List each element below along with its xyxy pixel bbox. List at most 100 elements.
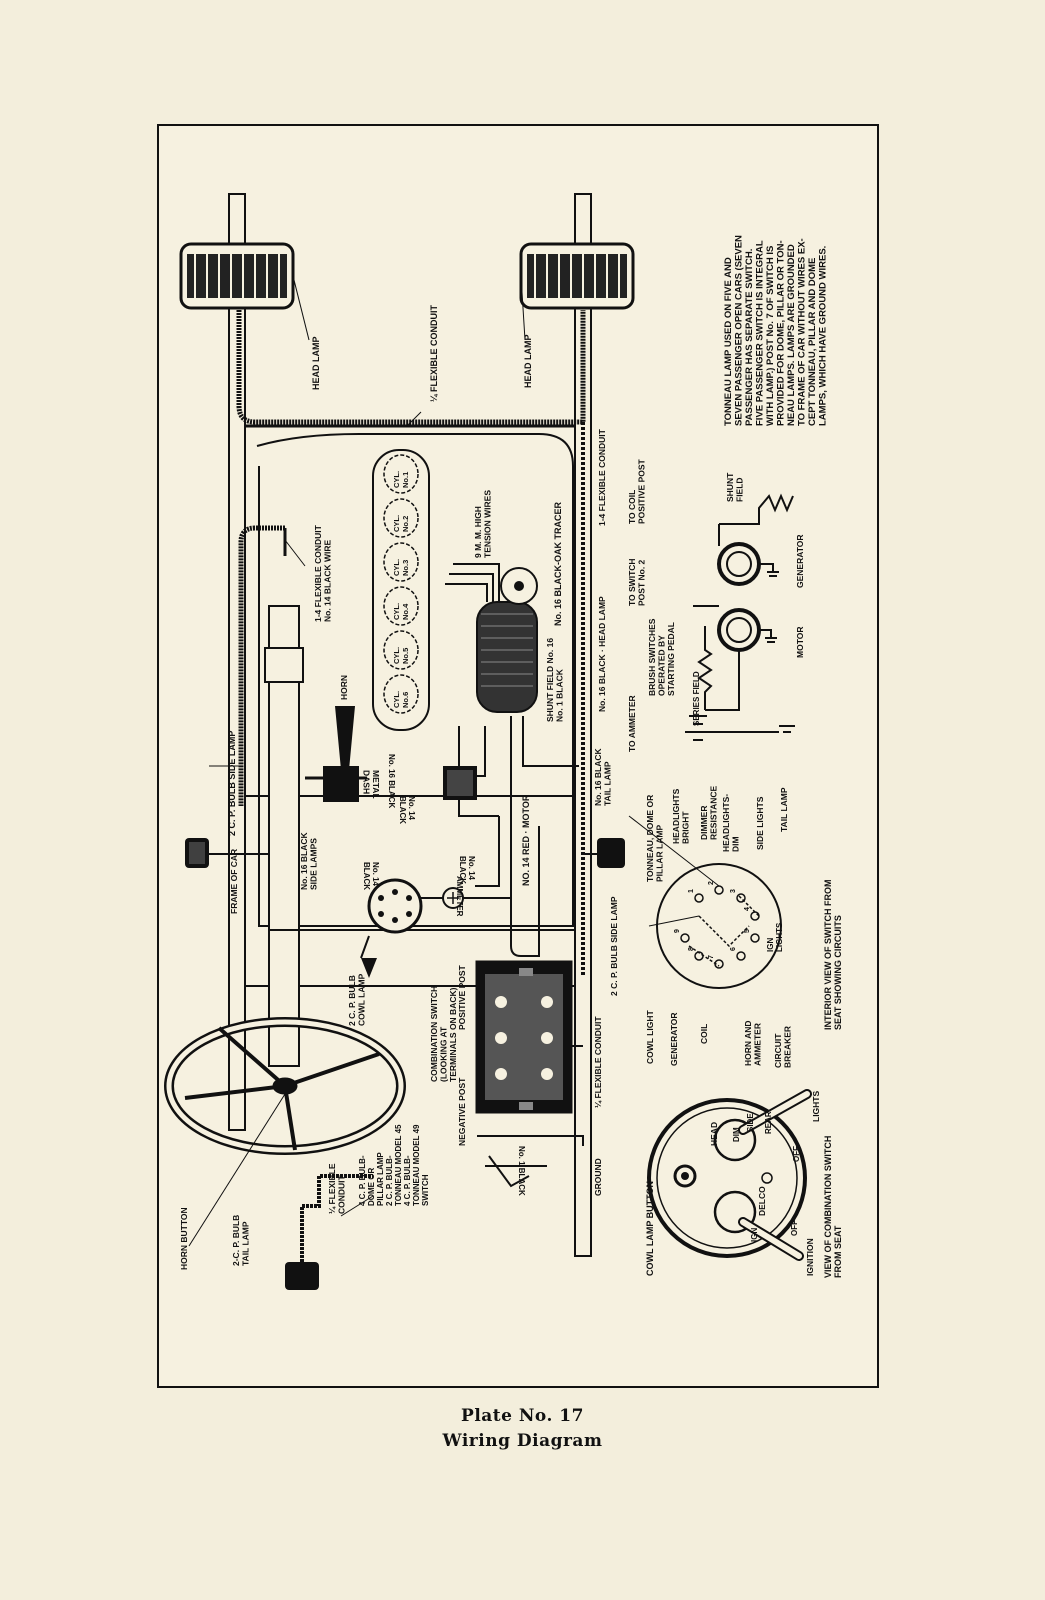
steering-column [264,605,304,1067]
high-tension-label: 9 M. M. HIGHTENSION WIRES [473,490,493,558]
ammeter-label: AMMETER [455,876,464,917]
wiring-diagram: CYL.No.1CYL.No.2CYL.No.3CYL.No.4CYL.No.5… [164,193,843,1290]
terminal-5 [750,933,760,943]
to-ammeter-label: TO AMMETER [627,695,637,752]
circuit-breaker-label: CIRCUITBREAKER [773,1026,793,1068]
black-oak-label: No. 16 BLACK-OAK TRACER [553,501,563,626]
flex-conduit-14-label: 1-4 FLEXIBLE CONDUITNo. 14 BLACK WIRE [313,524,333,622]
no14-black-1: No. 14BLACK [398,796,416,824]
side-lights-label: SIDE LIGHTS [755,796,765,850]
terminal-4 [750,911,760,921]
terminal-number-2: 2 [708,881,715,885]
combination-switch [360,878,423,978]
wiring-bundle [445,563,579,957]
battery [475,960,573,1114]
series-field-label: SERIES FIELD [692,671,701,726]
cylinder-label-2: CYL.No.2 [392,515,410,532]
head-lamp-left [179,242,295,310]
switch-side-label: SIDE [746,1113,755,1132]
terminal-number-1: 1 [688,889,695,893]
flex-conduit-battery-label: ¼ FLEXIBLE CONDUIT [593,1016,603,1108]
caption: Plate No. 17 Wiring Diagram [0,1404,1045,1454]
head-lamp-right-label: HEAD LAMP [523,335,533,389]
motor-label: MOTOR [795,627,805,658]
positive-post-label: POSITIVE POST [457,964,467,1030]
generator-top-label: GENERATOR [795,534,805,588]
switch-rear-label: REAR [764,1111,773,1134]
ignition-label: IGNITION [805,1238,815,1276]
tail-lamp-label: TAIL LAMP [779,787,789,832]
chassis-frame [228,193,592,1257]
diagram-title: Wiring Diagram [442,1431,603,1451]
view-combo-label: VIEW OF COMBINATION SWITCHFROM SEAT [823,1136,843,1278]
frame-of-car-label: FRAME OF CAR [229,849,239,914]
switch-dim-label: DIM [732,1127,741,1142]
brush-switches-label: BRUSH SWITCHESOPERATED BYSTARTING PEDAL [647,618,676,696]
to-switch-label: TO SWITCHPOST No. 2 [627,558,647,606]
tonneau-dome-label: TONNEAU, DOME ORPILLAR LAMP [645,795,665,882]
cylinder-4 [383,586,419,626]
cowl-lamp-label: 2 C. P. BULBCOWL LAMP [347,973,367,1026]
terminal-number-4: 4 [744,907,751,911]
terminal-number-6: 6 [730,947,737,951]
flex-conduit-right-label: 1-4 FLEXIBLE CONDUIT [597,428,607,526]
no16-black-horn-label: No. 16 BLACK [387,754,396,808]
terminal-number-3: 3 [730,889,737,893]
negative-post-label: NEGATIVE POST [457,1077,467,1146]
tail-lamp [285,1174,373,1290]
cowl-lamp-button-label: COWL LAMP BUTTON [645,1181,655,1276]
cylinder-label-3: CYL.No.3 [392,559,410,576]
flex-conduit-top-label: ¼ FLEXIBLE CONDUIT [429,304,439,402]
steering-wheel [164,1017,406,1155]
cylinder-1 [383,454,419,494]
horn [305,706,367,802]
terminal-1 [694,893,704,903]
side-lamp-top-label: 2 C. P. BULB SIDE LAMP [227,731,237,836]
terminal-number-5: 5 [744,929,751,933]
ign-lights-label: IGNLIGHTS [766,922,784,952]
terminal-6 [736,951,746,961]
side-lamps-16-label: No. 16 BLACKSIDE LAMPS [299,832,319,890]
ground-wire [477,1045,584,1188]
cylinder-2 [383,498,419,538]
tail-lamp-16-label: No. 16 BLACKTAIL LAMP [593,748,613,806]
no1-black-label: No. 1 BLACK [517,1146,526,1196]
leader-lines [188,275,720,1247]
coil-label: COIL [699,1024,709,1044]
cylinder-label-5: CYL.No.5 [392,647,410,664]
cylinder-label-6: CYL.No.6 [392,691,410,708]
horn-label: HORN [339,675,349,700]
cylinder-3 [383,542,419,582]
cylinder-label-1: CYL.No.1 [392,471,410,488]
generator-label: GENERATOR [669,1012,679,1066]
dome-lamps-label: 4 C. P. BULB-DOME ORPILLAR LAMP2 C. P. B… [358,1124,430,1206]
generator-motor-schematic [685,493,795,741]
side-lamp-left [185,838,575,931]
shunt-label: SHUNTFIELD [725,472,745,502]
distributor [476,567,538,713]
terminal-number-7: 7 [708,955,715,959]
terminal-2 [714,885,724,895]
shunt-field-label: SHUNT FIELD No. 16No. 1 BLACK [545,638,565,722]
headlights-bright-label: HEADLIGHTSBRIGHT [671,788,691,844]
side-lamp-right [583,838,625,868]
diagram-labels: TONNEAU LAMP USED ON FIVE ANDSEVEN PASSE… [179,235,843,1278]
engine-block [256,433,574,927]
note-text: TONNEAU LAMP USED ON FIVE ANDSEVEN PASSE… [723,235,829,426]
switch-ign-label: IGN [750,1228,759,1242]
ground-label: GROUND [593,1158,603,1196]
side-lamp-right-label: 2 C. P. BULB SIDE LAMP [609,896,619,996]
plate-number: Plate No. 17 [461,1406,584,1426]
switch-off-top-label: OFF [792,1146,801,1162]
lights-label: LIGHTS [811,1091,821,1122]
cylinders: CYL.No.1CYL.No.2CYL.No.3CYL.No.4CYL.No.5… [383,454,419,714]
head-lamp-left-label: HEAD LAMP [311,337,321,391]
interior-view-label: INTERIOR VIEW OF SWITCH FROMSEAT SHOWING… [823,880,843,1031]
flexible-conduits [236,310,586,976]
switch-off-bottom-label: OFF [790,1220,799,1236]
cylinder-5 [383,630,419,670]
cylinder-6 [383,674,419,714]
horn-button-label: HORN BUTTON [179,1207,189,1270]
